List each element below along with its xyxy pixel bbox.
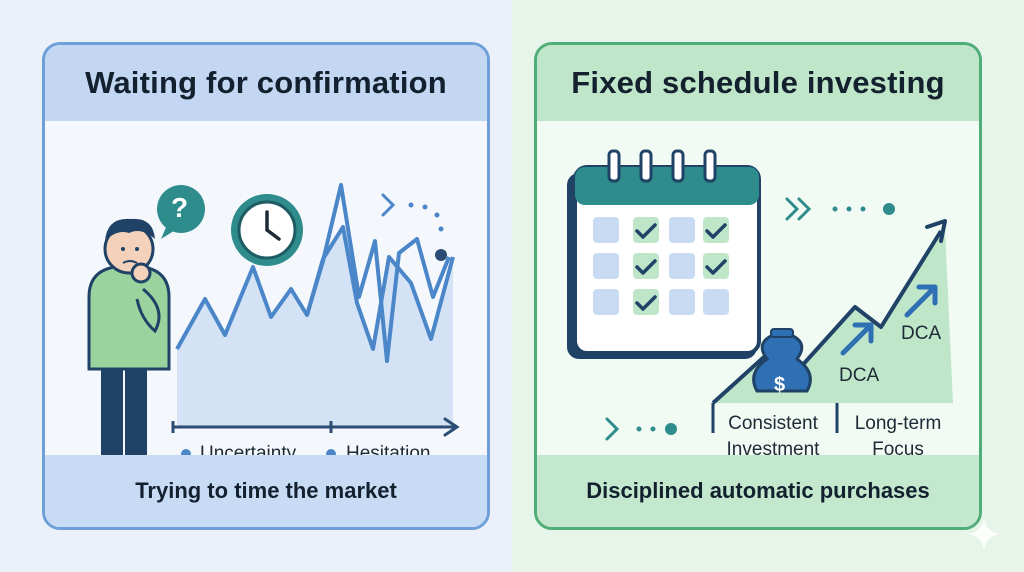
waiting-card-footer-text: Trying to time the market [135, 478, 397, 503]
fixed-schedule-illustration [567, 149, 953, 441]
fixed-schedule-card-footer-text: Disciplined automatic purchases [586, 478, 930, 503]
waiting-card: Waiting for confirmation [42, 42, 490, 530]
waiting-card-header: Waiting for confirmation [45, 45, 487, 121]
waiting-card-title: Waiting for confirmation [85, 65, 447, 100]
fixed-schedule-card-header: Fixed schedule investing [537, 45, 979, 121]
fixed-schedule-card-footer: Disciplined automatic purchases [537, 455, 979, 527]
volatile-spike-line [305, 183, 451, 363]
dca-arrow-icon [840, 322, 874, 356]
volatile-chart-area [177, 227, 453, 427]
fixed-schedule-card-title: Fixed schedule investing [571, 65, 945, 100]
dca-label-2: DCA [901, 323, 942, 344]
consistent-investment-line2: Investment [726, 439, 820, 460]
consistent-investment-line1: Consistent [728, 413, 818, 434]
consistent-investment-label: Consistent Investment [713, 411, 833, 463]
long-term-focus-line2: Focus [872, 439, 924, 460]
dca-label-1: DCA [839, 365, 880, 386]
calendar-icon [567, 149, 761, 359]
chevron-dots-icon [605, 417, 677, 441]
money-symbol: $ [774, 374, 786, 396]
fixed-schedule-card: Fixed schedule investing [534, 42, 982, 530]
long-term-focus-line1: Long-term [854, 413, 942, 434]
long-term-focus-label: Long-term Focus [843, 411, 953, 463]
waiting-card-footer: Trying to time the market [45, 455, 487, 527]
worried-person-icon [87, 218, 171, 467]
double-chevron-icon [785, 197, 895, 221]
question-bubble-icon [157, 185, 205, 239]
growth-arrow-icon [925, 219, 947, 243]
waiting-illustration [87, 183, 460, 467]
clock-icon [231, 194, 303, 266]
question-mark-glyph: ? [171, 192, 189, 223]
dca-arrow-icon [904, 284, 938, 318]
sparkle-icon [968, 518, 1000, 550]
axis-arrow-icon [443, 417, 460, 437]
money-bag-icon [752, 328, 812, 393]
dotted-path-icon [381, 193, 447, 261]
